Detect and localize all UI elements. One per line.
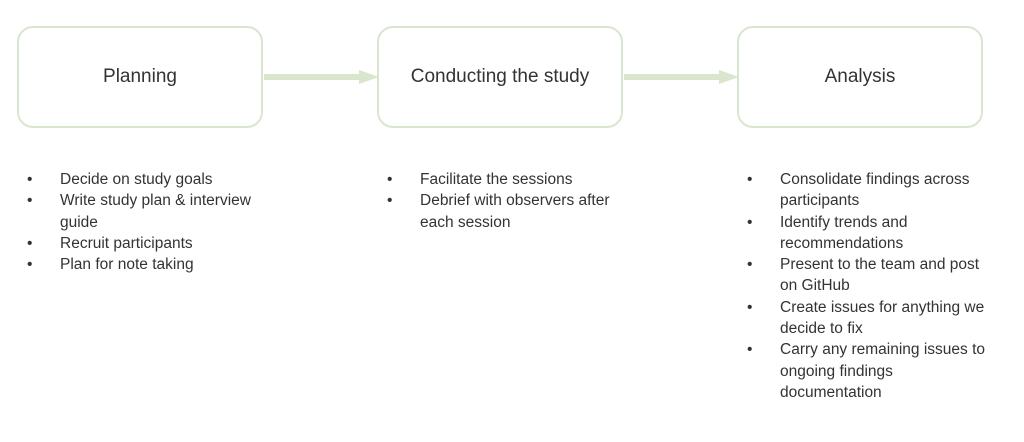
- bullet-icon: •: [27, 234, 33, 252]
- bullet-icon: •: [747, 298, 753, 316]
- bullet-icon: •: [747, 213, 753, 231]
- bullet-icon: •: [747, 171, 753, 188]
- task-text: Consolidate findings across participants: [780, 171, 970, 210]
- list-item: • Present to the team and post on GitHub: [747, 254, 987, 297]
- arrow-icon-conducting-to-analysis: [624, 70, 739, 84]
- task-text: Recruit participants: [60, 234, 193, 252]
- list-item: • Identify trends and recommendations: [747, 212, 987, 255]
- list-item: • Facilitate the sessions: [387, 169, 617, 190]
- task-text: Create issues for anything we decide to …: [780, 298, 985, 338]
- task-text: Carry any remaining issues to ongoing fi…: [780, 341, 986, 401]
- list-item: • Decide on study goals: [27, 169, 257, 190]
- list-item: • Consolidate findings across participant…: [747, 169, 987, 212]
- stage-box-planning: Planning: [17, 26, 263, 128]
- bullet-icon: •: [747, 256, 753, 274]
- task-text: Facilitate the sessions: [420, 171, 573, 188]
- bullet-icon: •: [27, 192, 33, 210]
- stage-title-conducting: Conducting the study: [410, 66, 590, 87]
- bullet-icon: •: [387, 171, 393, 188]
- list-item: • Debrief with observers after each sessi…: [387, 190, 617, 233]
- bullet-icon: •: [387, 192, 393, 210]
- list-item: • Write study plan & interview guide: [27, 190, 257, 233]
- task-text: Present to the team and post on GitHub: [780, 256, 980, 295]
- task-list-analysis: • Consolidate findings across participant…: [747, 169, 987, 403]
- task-text: Decide on study goals: [60, 171, 213, 188]
- task-list-planning: • Decide on study goals • Write study plan…: [27, 169, 257, 275]
- stage-title-planning: Planning: [103, 66, 177, 87]
- list-item: • Create issues for anything we decide to…: [747, 297, 987, 340]
- task-text: Plan for note taking: [60, 256, 194, 274]
- task-text: Debrief with observers after each sessio…: [420, 192, 610, 231]
- list-item: • Plan for note taking: [27, 254, 257, 275]
- list-item: • Carry any remaining issues to ongoing f…: [747, 339, 987, 403]
- stage-box-analysis: Analysis: [737, 26, 983, 128]
- bullet-icon: •: [27, 256, 33, 274]
- bullet-icon: •: [27, 171, 33, 188]
- task-text: Identify trends and recommendations: [780, 213, 908, 252]
- task-text: Write study plan & interview guide: [60, 192, 251, 231]
- arrow-icon-planning-to-conducting: [264, 70, 379, 84]
- list-item: • Recruit participants: [27, 233, 257, 254]
- stage-box-conducting: Conducting the study: [377, 26, 623, 128]
- bullet-icon: •: [747, 341, 753, 359]
- stage-title-analysis: Analysis: [824, 66, 896, 87]
- task-list-conducting: • Facilitate the sessions • Debrief with o…: [387, 169, 617, 233]
